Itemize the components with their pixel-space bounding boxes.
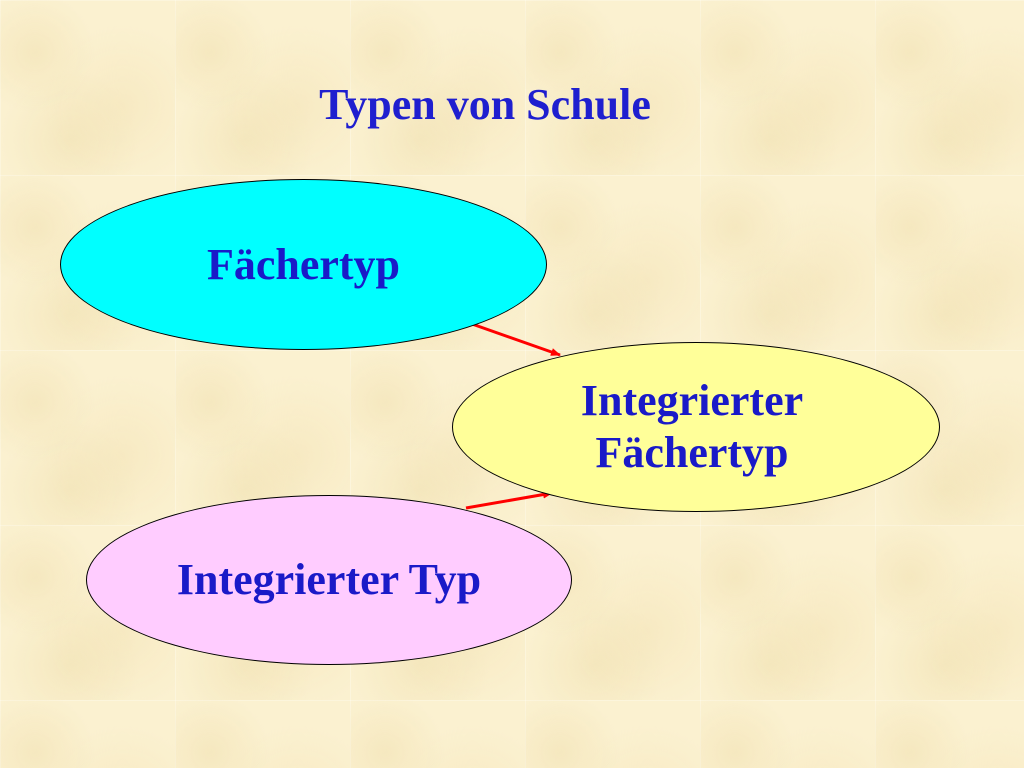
- node-faechertyp: Fächertyp: [60, 179, 547, 350]
- slide-title: Typen von Schule: [319, 80, 651, 129]
- node-faechertyp-label: Fächertyp: [206, 239, 401, 289]
- node-integrierter-faechertyp: Integrierter Fächertyp: [452, 342, 940, 512]
- node-integrierter-typ-label: Integrierter Typ: [176, 555, 482, 604]
- node-integrierter-faechertyp-label: Integrierter Fächertyp: [581, 375, 811, 479]
- node-integrierter-faechertyp-line1: Integrierter: [580, 376, 804, 425]
- arrow-integriert-typ-to-integriert: [465, 490, 553, 510]
- arrow-faechertyp-to-integriert: [471, 322, 561, 357]
- node-integrierter-faechertyp-line2: Fächertyp: [595, 428, 789, 477]
- node-integrierter-typ: Integrierter Typ: [86, 495, 572, 665]
